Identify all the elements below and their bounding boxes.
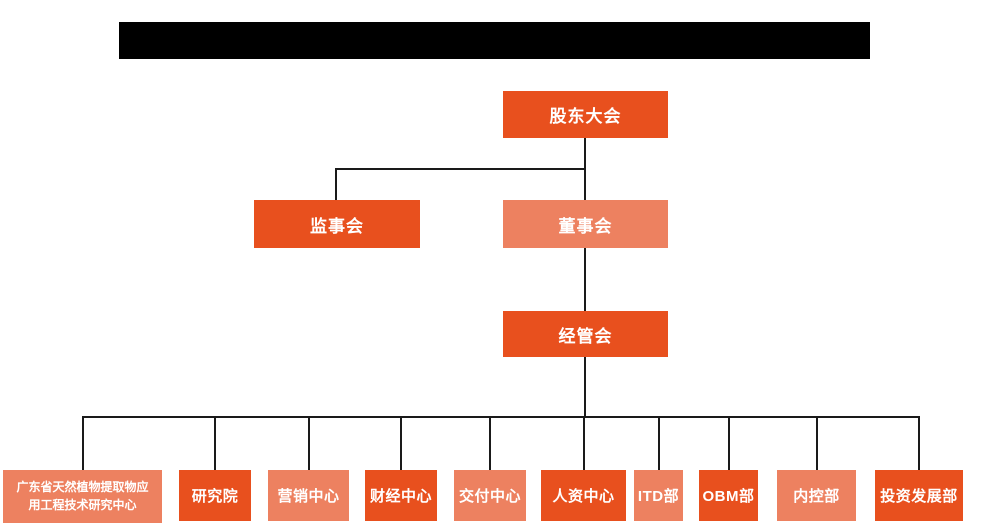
org-node-management-committee: 经管会 xyxy=(503,311,668,357)
node-label: 交付中心 xyxy=(458,488,521,505)
connector-management-to-branch xyxy=(584,356,586,417)
connector-drop-dept-9 xyxy=(918,416,920,470)
org-node-dept-finance-center: 财经中心 xyxy=(365,470,437,521)
connector-to-supervisory xyxy=(335,168,337,201)
connector-drop-dept-6 xyxy=(658,416,660,470)
node-label: OBM部 xyxy=(702,488,755,505)
connector-board-to-management xyxy=(584,247,586,311)
node-label: 投资发展部 xyxy=(880,488,958,505)
node-label: 董事会 xyxy=(558,216,613,236)
connector-drop-dept-5 xyxy=(583,416,585,470)
org-node-dept-marketing-center: 营销中心 xyxy=(268,470,349,521)
connector-branch-departments xyxy=(82,416,920,418)
node-label: 经管会 xyxy=(558,326,613,346)
node-label: 内控部 xyxy=(793,488,840,505)
org-node-dept-itd: ITD部 xyxy=(634,470,683,521)
org-node-dept-hr-center: 人资中心 xyxy=(541,470,626,521)
connector-drop-dept-2 xyxy=(308,416,310,470)
redacted-title-bar xyxy=(119,22,870,59)
connector-drop-dept-4 xyxy=(489,416,491,470)
node-label: 营销中心 xyxy=(277,488,340,505)
org-node-dept-research-institute: 研究院 xyxy=(179,470,251,521)
node-label: 监事会 xyxy=(310,216,364,236)
node-label: 财经中心 xyxy=(369,488,432,505)
node-label: 研究院 xyxy=(191,488,239,505)
connector-drop-dept-7 xyxy=(728,416,730,470)
node-label: 人资中心 xyxy=(552,488,615,505)
node-label-line: 广东省天然植物提取物应 xyxy=(16,480,149,495)
org-node-dept-obm: OBM部 xyxy=(699,470,758,521)
node-label: 股东大会 xyxy=(549,107,622,126)
connector-branch-level2 xyxy=(335,168,586,170)
connector-drop-dept-3 xyxy=(400,416,402,470)
connector-drop-dept-1 xyxy=(214,416,216,470)
org-node-dept-delivery-center: 交付中心 xyxy=(454,470,526,521)
org-node-shareholders-meeting: 股东大会 xyxy=(503,91,668,138)
org-node-dept-investment-development: 投资发展部 xyxy=(875,470,963,521)
org-node-board-of-directors: 董事会 xyxy=(503,200,668,248)
org-node-dept-internal-control: 内控部 xyxy=(777,470,856,521)
connector-drop-dept-0 xyxy=(82,416,84,470)
connector-drop-dept-8 xyxy=(816,416,818,470)
node-label: ITD部 xyxy=(637,488,680,505)
org-node-supervisory-board: 监事会 xyxy=(254,200,420,248)
node-label-line: 用工程技术研究中心 xyxy=(28,497,137,512)
org-node-dept-guangdong-research-center: 广东省天然植物提取物应 用工程技术研究中心 xyxy=(3,470,162,523)
